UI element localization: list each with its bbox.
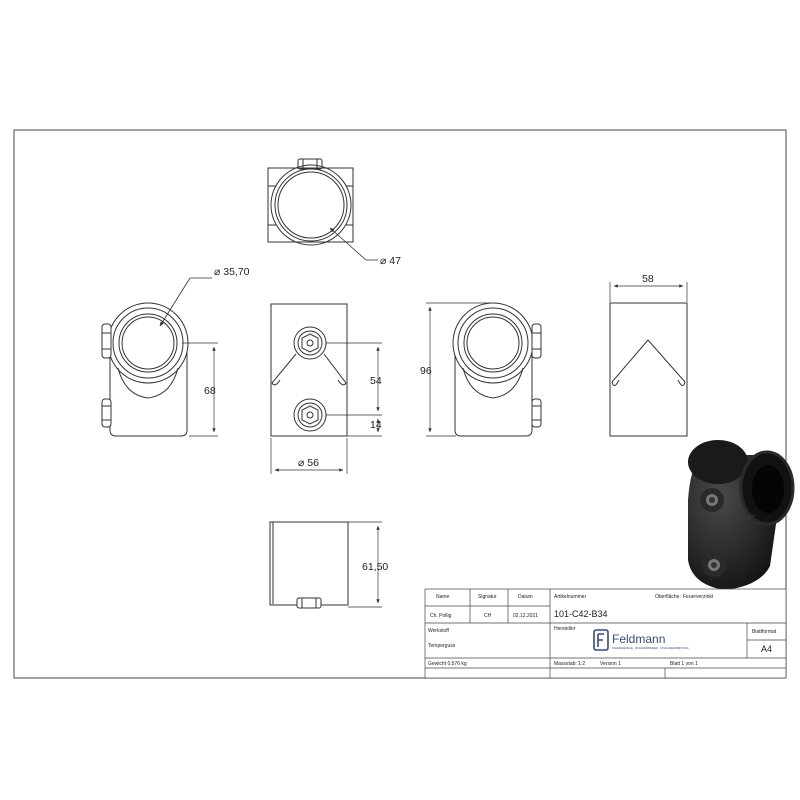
dim-label-d56: ⌀ 56	[298, 457, 319, 469]
title-block-text: Name Signatur Datum Artikelnummer Oberfl…	[428, 594, 777, 667]
tb-werkstoff-label: Werkstoff	[428, 628, 450, 634]
tb-signatur-value: CH	[484, 613, 492, 619]
dim-label-d47: ⌀ 47	[380, 255, 401, 267]
dim-d35-70: ⌀ 35,70	[159, 266, 250, 327]
left-side-view	[101, 302, 189, 437]
tb-blatt: Blatt 1 von 1	[670, 661, 698, 667]
tb-col-datum: Datum	[518, 594, 533, 600]
title-block	[424, 588, 787, 679]
right-side-view	[452, 302, 542, 437]
dim-label-h14: 14	[370, 419, 382, 431]
dim-h68: 68	[182, 342, 218, 437]
tb-blattformat-label: Blattformat	[752, 629, 777, 635]
tb-oberflaeche-value: Feuerverzinkt	[683, 594, 714, 600]
section-view	[609, 302, 688, 437]
tb-col-oberflaeche: Oberfläche:	[655, 594, 681, 600]
dim-label-h68: 68	[204, 385, 216, 397]
tb-werkstoff-value: Temperguss	[428, 643, 456, 649]
drawing-border	[13, 129, 787, 679]
front-view	[270, 303, 348, 437]
dim-label-h61-50: 61,50	[362, 561, 388, 573]
brand-tagline: SCHMIEDETEILE · ROHRVERBINDER · STAHLVER…	[612, 646, 689, 650]
dim-label-w58: 58	[642, 273, 654, 285]
tb-name-value: Ch. Pollig	[430, 613, 452, 619]
dim-h61-50: 61,50	[348, 521, 388, 608]
tb-blattformat-value: A4	[761, 644, 772, 654]
bottom-view	[269, 521, 349, 609]
dim-label-d35-70: ⌀ 35,70	[214, 266, 250, 278]
dim-h54-h14: 54 14	[326, 342, 382, 437]
tb-gewicht: Gewicht 0,576 kg	[428, 661, 467, 667]
dim-label-h96: 96	[420, 365, 432, 377]
tb-article-number: 101-C42-B34	[554, 609, 608, 619]
dim-label-h54: 54	[370, 375, 382, 387]
tb-col-signatur: Signatur	[478, 594, 497, 600]
tb-col-name: Name	[436, 594, 450, 600]
tb-col-artikelnummer: Artikelnummer	[554, 594, 587, 600]
top-view	[267, 158, 354, 246]
dim-w58: 58	[609, 273, 688, 302]
feldmann-logo: Feldmann SCHMIEDETEILE · ROHRVERBINDER ·…	[593, 629, 689, 651]
brand-name: Feldmann	[612, 632, 665, 646]
dim-h96: 96	[420, 302, 490, 437]
dim-d47: ⌀ 47	[329, 227, 401, 267]
tb-massstab: Massstab: 1:2	[554, 661, 585, 667]
tb-version: Version 1	[600, 661, 621, 667]
tb-datum-value: 02.12.2021	[513, 613, 538, 619]
tb-hersteller-label: Hersteller	[554, 626, 576, 632]
dim-d56: ⌀ 56	[270, 438, 348, 474]
part-3d-render	[688, 440, 795, 590]
